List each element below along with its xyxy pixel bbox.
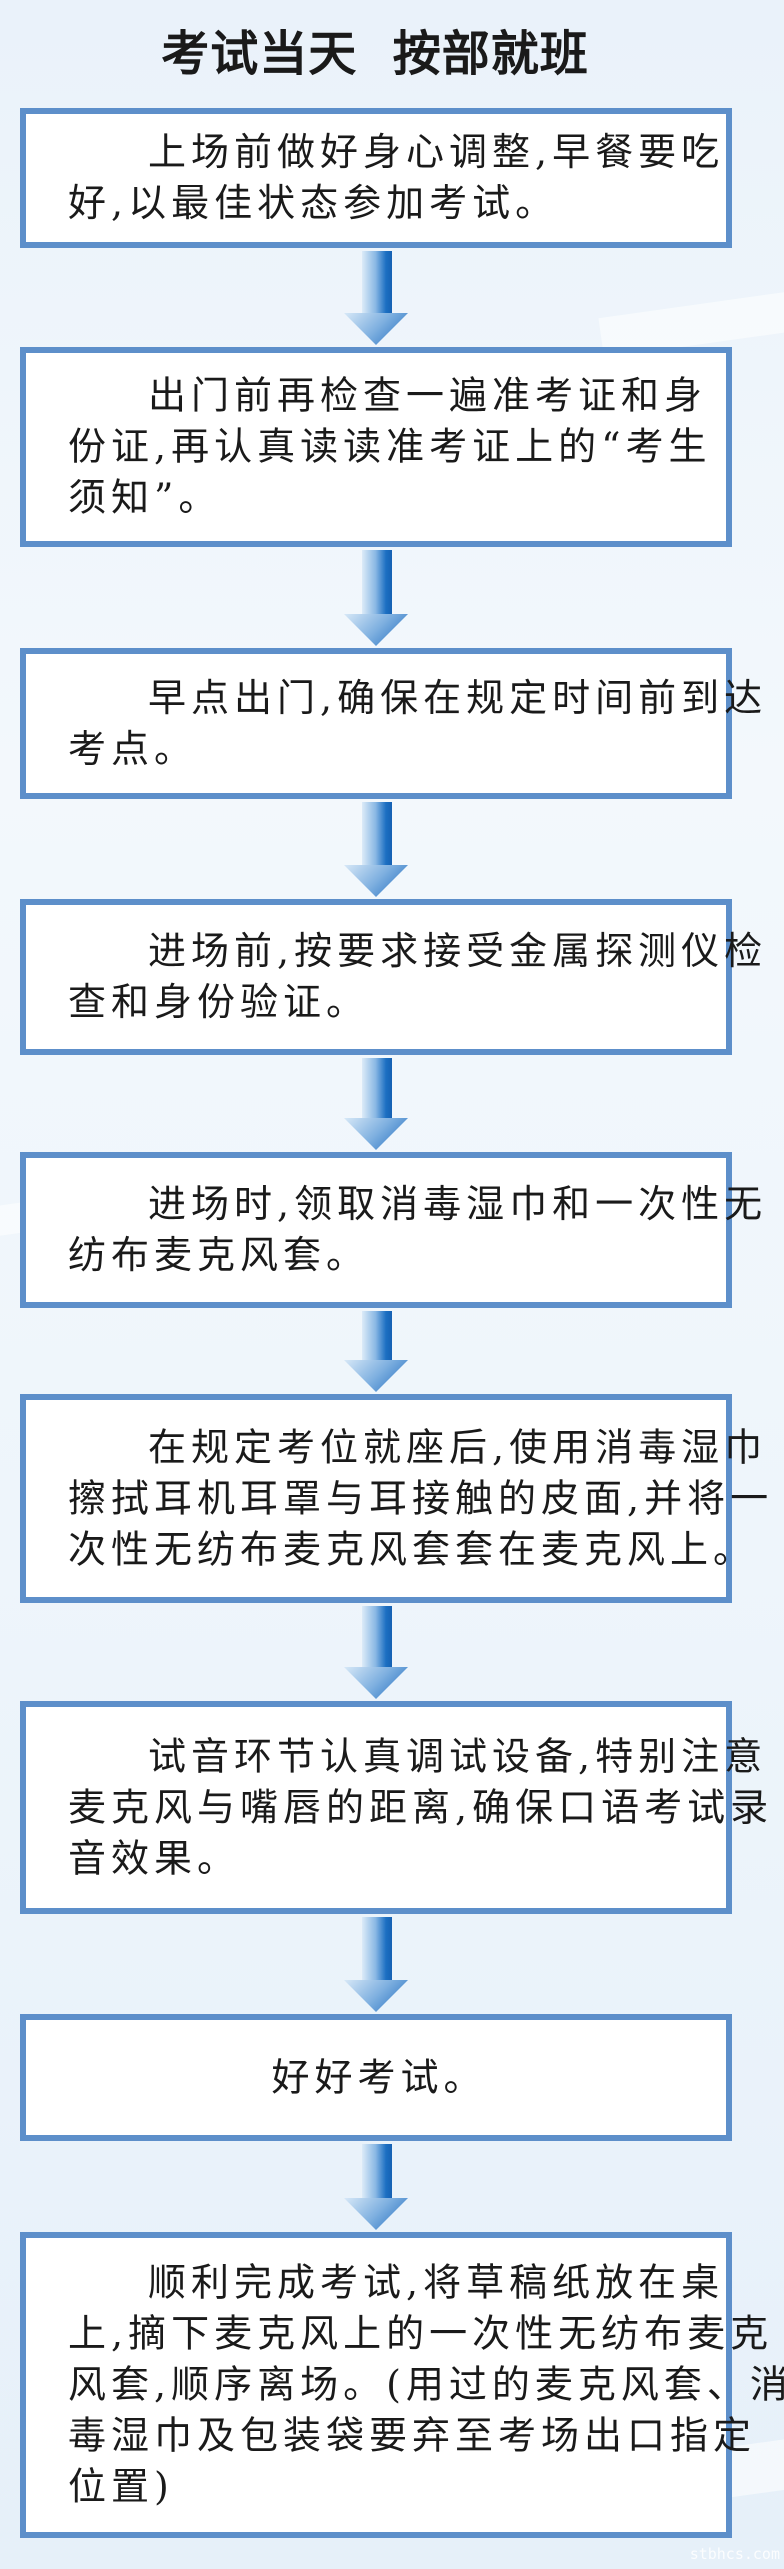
step-line: 进场时,领取消毒湿巾和一次性无 bbox=[148, 1182, 768, 1226]
step-line: 须知”。 bbox=[68, 475, 222, 520]
step-box-1: 上场前做好身心调整,早餐要吃 好,以最佳状态参加考试。 bbox=[20, 108, 732, 248]
step-text: 进场时,领取消毒湿巾和一次性无 纺布麦克风套。 bbox=[68, 1179, 768, 1281]
step-box-6: 在规定考位就座后,使用消毒湿巾 擦拭耳机耳罩与耳接触的皮面,并将一 次性无纺布麦… bbox=[20, 1394, 774, 1603]
step-box-2: 出门前再检查一遍准考证和身 份证,再认真读读准考证上的“考生 须知”。 bbox=[20, 347, 732, 547]
down-arrow-icon bbox=[344, 251, 408, 345]
step-line: 音效果。 bbox=[68, 1836, 241, 1880]
step-line: 纺布麦克风套。 bbox=[68, 1233, 370, 1277]
step-line: 早点出门,确保在规定时间前到达 bbox=[148, 675, 768, 720]
step-line: 在规定考位就座后,使用消毒湿巾 bbox=[148, 1425, 768, 1469]
down-arrow-icon bbox=[344, 2144, 408, 2230]
step-text: 在规定考位就座后,使用消毒湿巾 擦拭耳机耳罩与耳接触的皮面,并将一 次性无纺布麦… bbox=[68, 1422, 774, 1575]
step-text: 早点出门,确保在规定时间前到达 考点。 bbox=[68, 673, 768, 775]
step-text: 顺利完成考试,将草稿纸放在桌 上,摘下麦克风上的一次性无纺布麦克 风套,顺序离场… bbox=[68, 2258, 784, 2513]
step-line: 试音环节认真调试设备,特别注意 bbox=[148, 1734, 768, 1778]
step-line: 风套,顺序离场。(用过的麦克风套、消 bbox=[68, 2362, 784, 2407]
step-text: 好好考试。 bbox=[68, 2052, 690, 2103]
step-line: 顺利完成考试,将草稿纸放在桌 bbox=[148, 2260, 725, 2305]
step-line: 好好考试。 bbox=[271, 2055, 487, 2099]
step-line: 份证,再认真读读准考证上的“考生 bbox=[68, 424, 712, 469]
step-line: 考点。 bbox=[68, 726, 198, 771]
step-box-3: 早点出门,确保在规定时间前到达 考点。 bbox=[20, 648, 768, 799]
step-line: 毒湿巾及包装袋要弃至考场出口指定 bbox=[68, 2413, 757, 2458]
step-text: 出门前再检查一遍准考证和身 份证,再认真读读准考证上的“考生 须知”。 bbox=[68, 371, 712, 524]
down-arrow-icon bbox=[344, 550, 408, 646]
step-line: 查和身份验证。 bbox=[68, 980, 370, 1024]
down-arrow-icon bbox=[344, 1311, 408, 1392]
step-line: 好,以最佳状态参加考试。 bbox=[68, 181, 559, 225]
step-box-9: 顺利完成考试,将草稿纸放在桌 上,摘下麦克风上的一次性无纺布麦克 风套,顺序离场… bbox=[20, 2232, 784, 2538]
step-line: 位置) bbox=[68, 2464, 174, 2509]
step-line: 擦拭耳机耳罩与耳接触的皮面,并将一 bbox=[68, 1476, 774, 1520]
step-line: 麦克风与嘴唇的距离,确保口语考试录 bbox=[68, 1785, 774, 1829]
watermark: stbhcs.com bbox=[689, 2545, 780, 2563]
down-arrow-icon bbox=[344, 802, 408, 897]
step-text: 上场前做好身心调整,早餐要吃 好,以最佳状态参加考试。 bbox=[68, 127, 725, 229]
step-box-5: 进场时,领取消毒湿巾和一次性无 纺布麦克风套。 bbox=[20, 1152, 768, 1308]
down-arrow-icon bbox=[344, 1917, 408, 2012]
step-line: 出门前再检查一遍准考证和身 bbox=[148, 373, 708, 418]
step-text: 试音环节认真调试设备,特别注意 麦克风与嘴唇的距离,确保口语考试录 音效果。 bbox=[68, 1731, 774, 1884]
step-box-8: 好好考试。 bbox=[20, 2014, 732, 2141]
down-arrow-icon bbox=[344, 1058, 408, 1150]
step-line: 次性无纺布麦克风套套在麦克风上。 bbox=[68, 1527, 757, 1571]
step-box-4: 进场前,按要求接受金属探测仪检 查和身份验证。 bbox=[20, 899, 768, 1055]
step-line: 进场前,按要求接受金属探测仪检 bbox=[148, 929, 768, 973]
step-text: 进场前,按要求接受金属探测仪检 查和身份验证。 bbox=[68, 926, 768, 1028]
step-line: 上场前做好身心调整,早餐要吃 bbox=[148, 130, 725, 174]
step-box-7: 试音环节认真调试设备,特别注意 麦克风与嘴唇的距离,确保口语考试录 音效果。 bbox=[20, 1701, 774, 1914]
down-arrow-icon bbox=[344, 1606, 408, 1699]
step-line: 上,摘下麦克风上的一次性无纺布麦克 bbox=[68, 2311, 774, 2356]
page-title: 考试当天 按部就班 bbox=[161, 26, 589, 82]
